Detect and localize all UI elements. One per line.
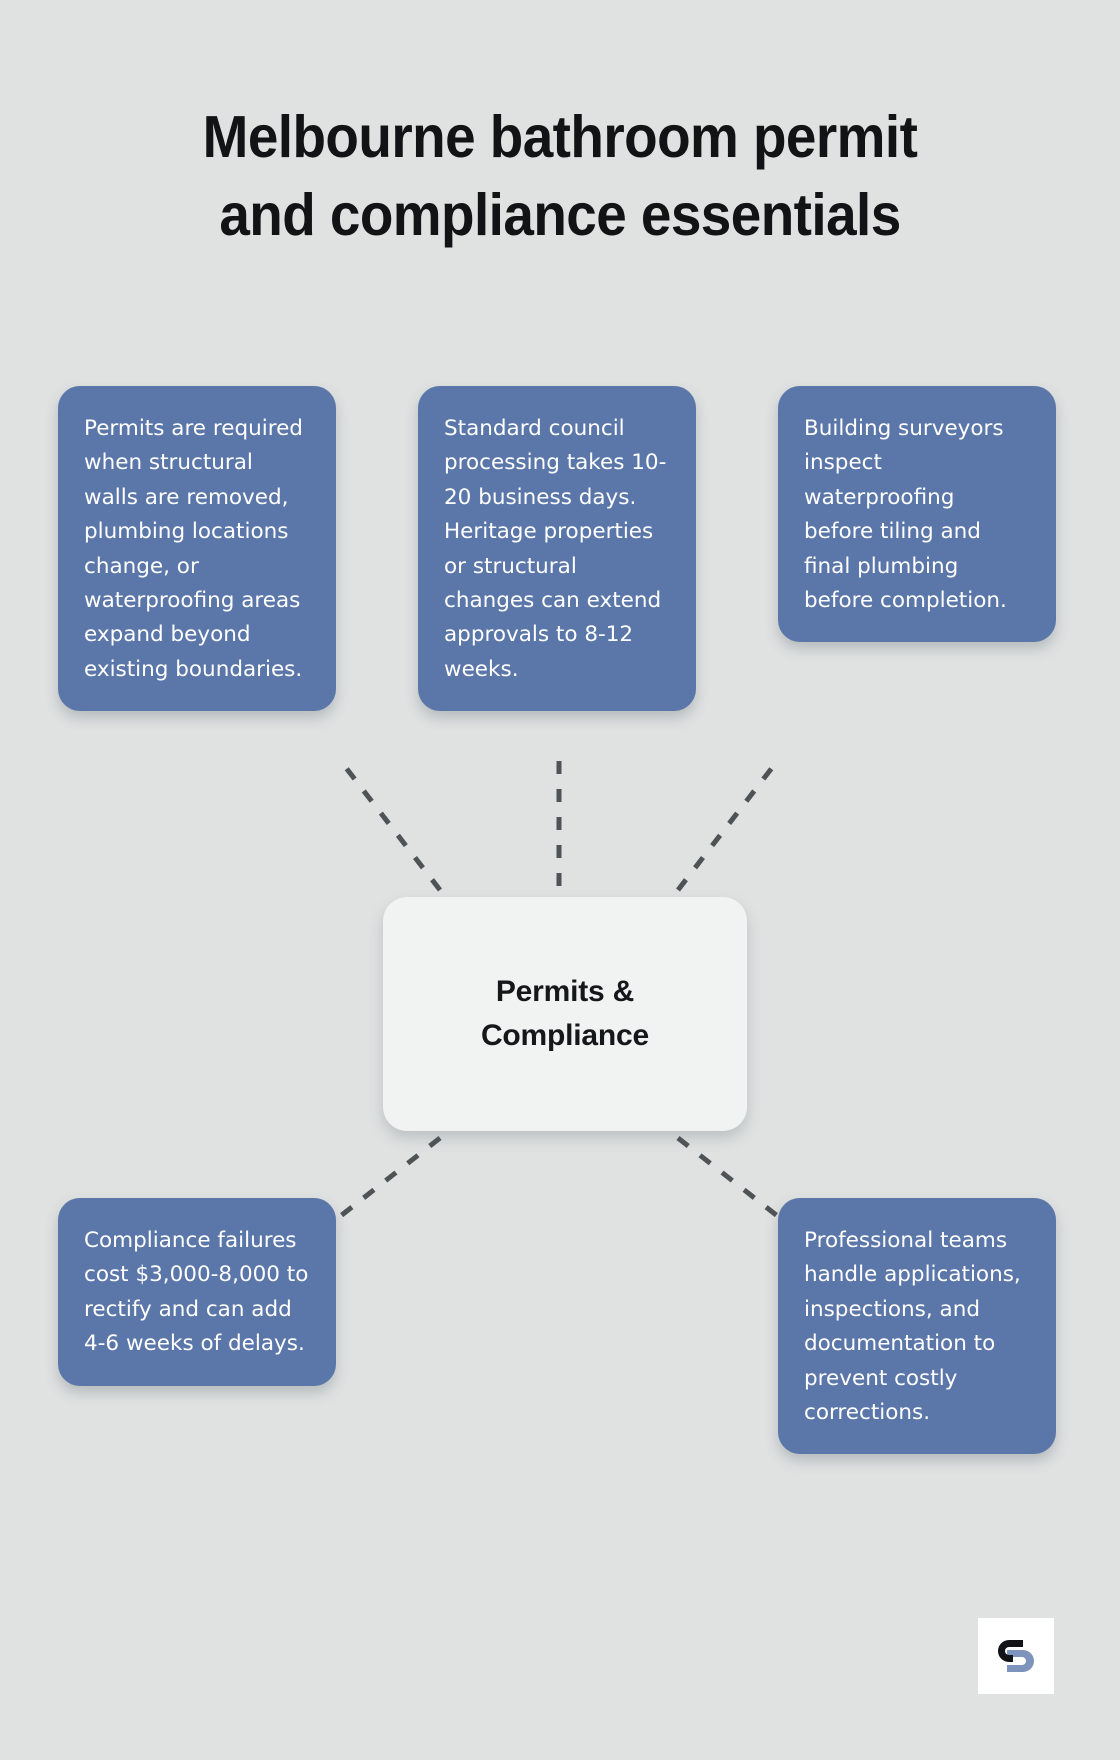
- node-council-processing[interactable]: Standard council processing takes 10-20 …: [418, 386, 696, 712]
- node-permits-required-text: Permits are required when structural wal…: [84, 416, 303, 682]
- center-node-label-line-2: Compliance: [480, 1019, 650, 1052]
- page-title-line-1: Melbourne bathroom permit: [202, 104, 918, 170]
- brand-logo-dark-shape: [998, 1640, 1023, 1662]
- node-permits-required[interactable]: Permits are required when structural wal…: [58, 386, 336, 712]
- node-professional-teams-text: Professional teams handle applications, …: [804, 1228, 1021, 1425]
- brand-logo-icon: [998, 1640, 1034, 1672]
- center-node-label: Permits & Compliance: [481, 970, 649, 1058]
- brand-logo-blue-shape: [1007, 1650, 1034, 1672]
- node-compliance-failure-cost-text: Compliance failures cost $3,000-8,000 to…: [84, 1228, 309, 1357]
- center-node-permits-compliance[interactable]: Permits & Compliance: [383, 897, 747, 1131]
- connector-hub-to-surveyor-inspections: [676, 758, 780, 892]
- connector-hub-to-professional-teams: [676, 1136, 782, 1220]
- node-compliance-failure-cost[interactable]: Compliance failures cost $3,000-8,000 to…: [58, 1198, 336, 1386]
- page-title-line-2: and compliance essentials: [219, 182, 901, 249]
- node-surveyor-inspections-text: Building surveyors inspect waterproofing…: [804, 416, 1007, 613]
- center-node-label-line-1: Permits &: [495, 975, 635, 1009]
- brand-logo-tile: [978, 1618, 1054, 1694]
- node-surveyor-inspections[interactable]: Building surveyors inspect waterproofing…: [778, 386, 1056, 643]
- connector-hub-to-compliance-failure-cost: [336, 1136, 442, 1220]
- connector-hub-to-permits-required: [338, 758, 442, 892]
- page-title: Melbourne bathroom permit and compliance…: [39, 98, 1081, 255]
- node-professional-teams[interactable]: Professional teams handle applications, …: [778, 1198, 1056, 1455]
- node-council-processing-text: Standard council processing takes 10-20 …: [444, 416, 667, 682]
